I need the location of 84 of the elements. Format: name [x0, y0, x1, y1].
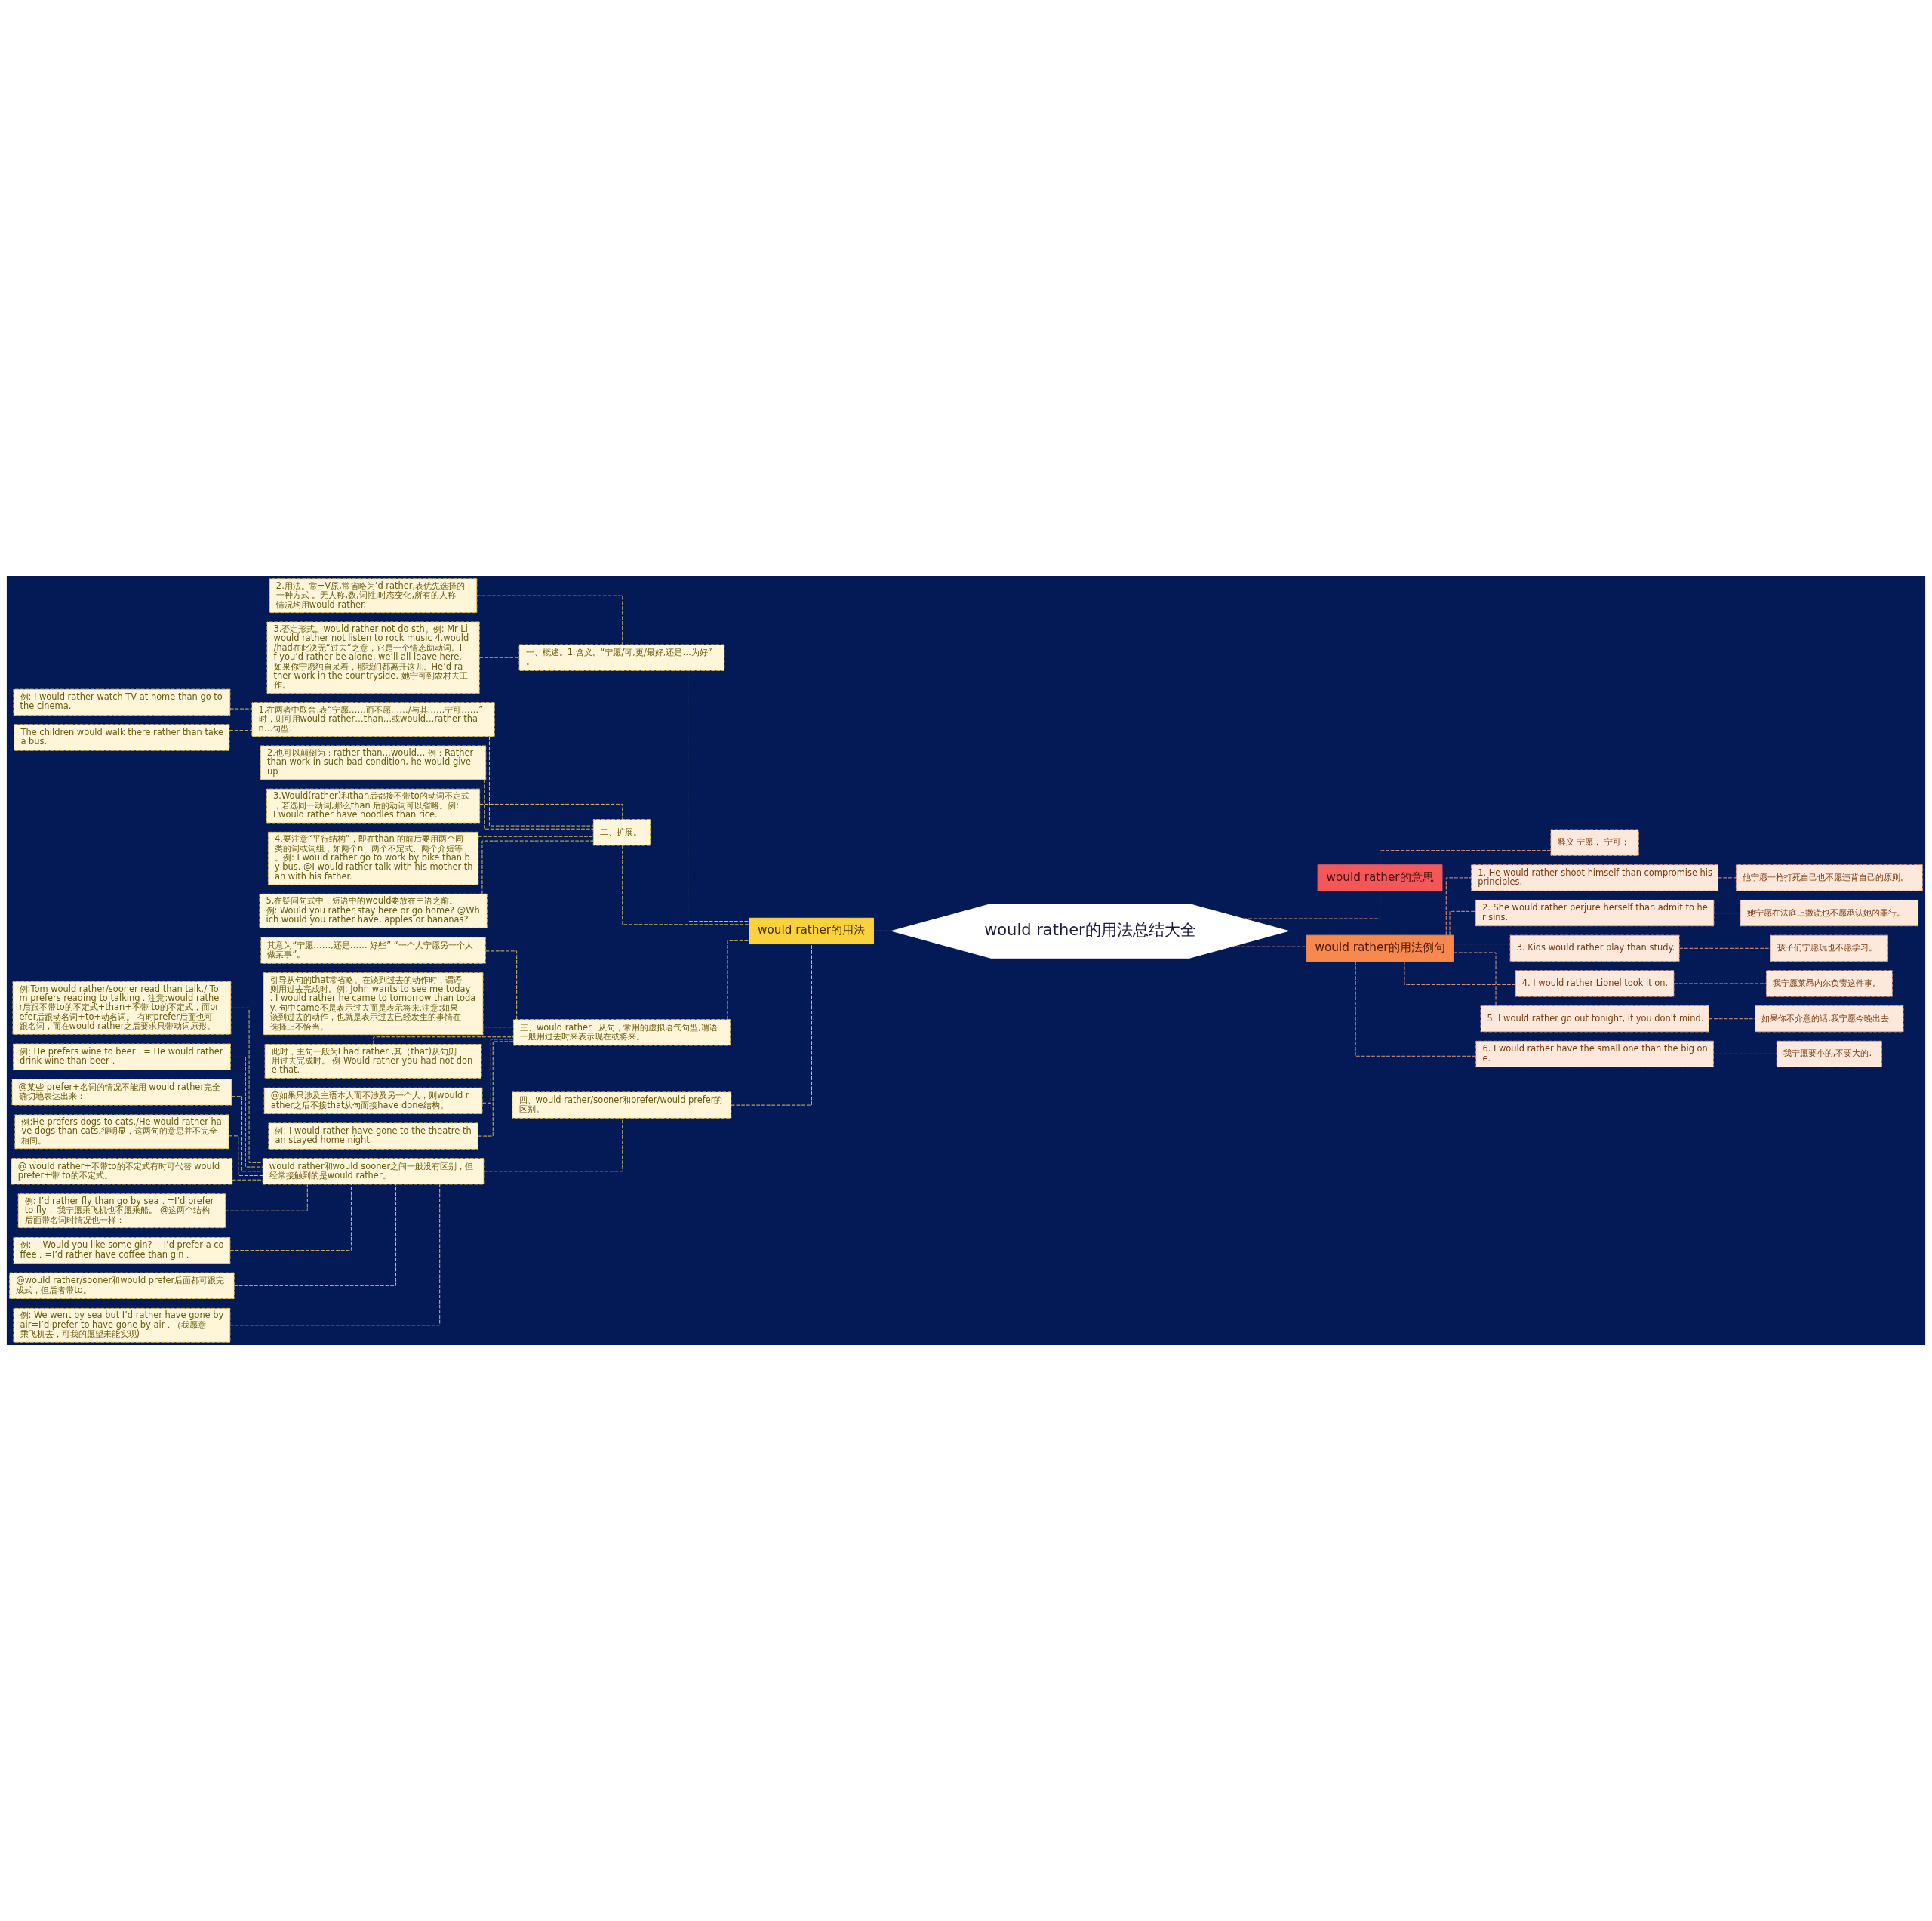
- connector: [1713, 913, 1741, 914]
- connector: [231, 1096, 263, 1172]
- connector: [1445, 877, 1472, 936]
- connector: [1708, 1018, 1755, 1020]
- node-box: 此时，主句一般为I had rather ,其（that)从句则用过去完成时。 例 Would rather you had not done that.: [264, 1044, 482, 1079]
- node-box: 其意为“宁愿……,还是…… 好些” “一个人宁愿另一个人做某事”。: [260, 937, 486, 964]
- connector: [1713, 1053, 1777, 1054]
- connector: [233, 1184, 396, 1286]
- connector: [484, 779, 594, 830]
- node-box: would rather的用法例句: [1306, 934, 1454, 962]
- connector: [478, 836, 594, 837]
- connector: [229, 730, 253, 731]
- connector: [481, 1039, 514, 1104]
- connector: [230, 1057, 263, 1168]
- node-box: @ would rather+不带to的不定式有时可代替 would prefer+带 to的不定式。: [11, 1158, 233, 1185]
- connector: [478, 657, 520, 658]
- node-box: @如果只涉及主语本人而不涉及另一个人，则would rather之后不接that从句而接have done结构。: [263, 1087, 483, 1114]
- node-box: 例: I’d rather fly than go by sea．=I’d prefer to fly． 我宁愿乘飞机也不愿乘船。 @这两个结构后面带名词时情况也一样：: [17, 1193, 226, 1229]
- node-box: The children would walk there rather than take a bus.: [14, 724, 230, 751]
- node-box: @某些 prefer+名词的情况不能用 would rather完全确切地表达出来：: [11, 1079, 232, 1106]
- node-box: 3. Kids would rather play than study.: [1509, 934, 1680, 962]
- node-box: would rather的意思: [1317, 864, 1443, 891]
- node-box: 例: —Would you like some gin? —I’d prefer a coffee．=I’d rather have coffee than gin．: [13, 1237, 231, 1264]
- connector: [229, 1184, 441, 1326]
- node-box: 6. I would rather have the small one than the big one.: [1475, 1040, 1714, 1068]
- connector: [478, 1041, 514, 1137]
- node-box: 例:He prefers dogs to cats./He would rather have dogs than cats.很明显，这两句的意思并不完全相同。: [14, 1114, 229, 1150]
- node-box: 5. I would rather go out tonight, if you don't mind.: [1480, 1005, 1709, 1033]
- node-box: 1.在两者中取舍,表“宁愿……而不愿……/与其……宁可……”时，则可用would rather…than…或would…rather than…句型.: [251, 702, 495, 737]
- connector: [1673, 983, 1767, 984]
- connector: [731, 944, 812, 1106]
- node-box: would rather的用法: [749, 917, 874, 945]
- connector: [489, 736, 594, 827]
- node-box: 3.否定形式。would rather not do sth。例: Mr Li would rather not listen to rock music 4.would /had在此决无“过去”之意，它是一个情态助动词。If you’d rather be alone, we’ll all leave here. 如果你宁愿独自呆着，那我们都离开这儿。He’d rather work in the countryside. 她宁可到农村去工作。: [266, 621, 480, 694]
- connector: [225, 1184, 308, 1211]
- node-box: 我宁愿莱昂内尔负责这件事。: [1765, 970, 1893, 997]
- node-box: 例: I would rather have gone to the theatre than stayed home night.: [268, 1122, 478, 1150]
- connector: [1453, 952, 1497, 1006]
- node-box: 她宁愿在法庭上撒谎也不愿承认她的罪行。: [1740, 899, 1919, 927]
- node-box: 5.在疑问句式中，短语中的would要放在主语之前。例: Would you rather stay here or go home? @Which would you rather have, apples or bananas?: [259, 893, 488, 928]
- connector: [229, 708, 253, 710]
- connector: [1718, 877, 1737, 879]
- node-box: 例:Tom would rather/sooner read than talk./ Tom prefers reading to talking．注意:would rather后跟不带to的不定式+than+不带 to的不定式，而prefer后跟动名词+to+动名词。 有时prefer后面也可跟名词，而在would rather之后要求只带动词原形。: [12, 981, 232, 1035]
- node-box: 他宁愿一枪打死自己也不愿违背自己的原则。: [1735, 864, 1923, 891]
- node-box: @would rather/sooner和would prefer后面都可跟完成式，但后者带to。: [9, 1272, 235, 1299]
- node-box: 例: We went by sea but I’d rather have gone by air=I’d prefer to have gone by air．（我愿意乘飞机去，可我的愿望未能实现): [13, 1307, 231, 1343]
- connector: [727, 940, 750, 1020]
- node-box: 引导从句的that常省略。在谈到过去的动作时，谓语则用过去完成时。例: John wants to see me today. I would rather he came to tomorrow than today. 句中came不是表示过去而是表示将来.注意:如果谈到过去的动作，也就是表示过去已经发生的事情在选择上不恰当。: [263, 972, 484, 1036]
- node-box: 四、would rather/sooner和prefer/would prefer的区别。: [512, 1091, 732, 1119]
- node-box: 2.用法。常+V原,常省略为’d rather,表优先选择的一种方式 。无人称,数,词性,时态变化,所有的人称情况均用would rather.: [269, 578, 478, 614]
- connector: [232, 1179, 263, 1181]
- connector: [873, 930, 892, 931]
- node-box: 我宁愿要小的,不要大的.: [1776, 1040, 1882, 1068]
- connector: [479, 803, 623, 820]
- node-box: would rather和would sooner之间一般没有区别，但经常接触到的是would rather。: [262, 1158, 485, 1185]
- connector: [1678, 947, 1771, 949]
- connector: [481, 840, 594, 894]
- connector: [1449, 910, 1476, 936]
- connector: [482, 1027, 514, 1028]
- connector: [1243, 890, 1381, 919]
- node-box: 2.也可以颠倒为：rather than…would… 例：Rather than work in such bad condition, he would give up: [260, 745, 487, 780]
- node-box: 4. I would rather Lionel took it on.: [1515, 970, 1675, 997]
- connector: [229, 1184, 352, 1251]
- node-box: 释义 宁愿， 宁可；: [1550, 829, 1639, 856]
- connector: [485, 950, 518, 1020]
- node-box: 如果你不介意的话,我宁愿今晚出去.: [1755, 1005, 1904, 1033]
- connector: [622, 845, 749, 925]
- connector: [1380, 850, 1552, 866]
- node-box: 孩子们宁愿玩也不愿学习。: [1770, 934, 1888, 962]
- connector: [483, 1117, 623, 1172]
- node-box: 二、扩展。: [592, 819, 651, 846]
- node-box: 例: I would rather watch TV at home than go to the cinema.: [13, 688, 231, 716]
- node-box: 三、would rather+从句，常用的虚拟语气句型,谓语一般用过去时来表示现在或将来。: [512, 1019, 731, 1046]
- connector: [1355, 961, 1477, 1057]
- node-box: 例: He prefers wine to beer．= He would rather drink wine than beer．: [13, 1043, 231, 1070]
- connector: [228, 1135, 263, 1176]
- connector: [1453, 944, 1511, 945]
- node-box: 3.Would(rather)和than后都接不带to的动词不定式，若选同一动词,那么than 后的动词可以省略。例: I would rather have noodles than rice.: [266, 788, 481, 824]
- node-box: 2. She would rather perjure herself than admit to her sins.: [1475, 899, 1715, 927]
- node-box: 一、概述。1.含义。“宁愿/可,更/最好,还是…为好”。: [518, 644, 725, 671]
- connector: [476, 595, 623, 645]
- node-box: 1. He would rather shoot himself than compromise his principles.: [1471, 864, 1719, 891]
- connector: [1230, 946, 1307, 947]
- node-box: 4.要注意“平行结构”，即在than 的前后要用两个同类的词或词组，如两个n、两个不定式、两个介短等。例: I would rather go to work by bike than by bus. @I would rather talk with his mother than with his father.: [267, 831, 479, 885]
